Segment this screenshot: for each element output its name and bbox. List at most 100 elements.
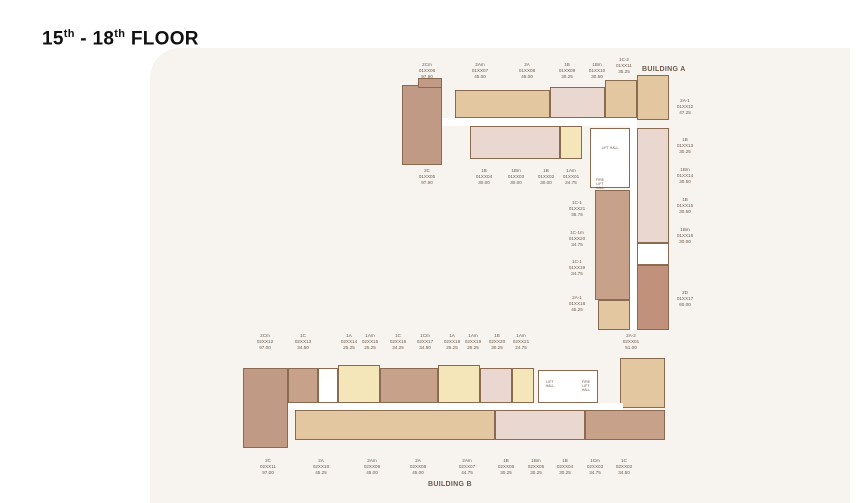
unit-code: 01XX05 — [418, 174, 436, 179]
unit-type: 1C — [621, 458, 627, 463]
unit-type: 2A-2 — [626, 333, 636, 338]
unit-code: 01XX18 — [568, 301, 586, 306]
unit-code: 02XX21 — [512, 339, 530, 344]
unit-type: 2D — [682, 290, 688, 295]
unit-code: 02XX15 — [361, 339, 379, 344]
unit-area: 97.00 — [262, 470, 274, 475]
unit-type: 2Cm — [260, 333, 270, 338]
unit-code: 02XX18 — [443, 339, 461, 344]
building-b-label: BUILDING B — [428, 481, 472, 488]
unit-code: 01XX09 — [558, 68, 576, 73]
unit-code: 01XX04 — [475, 174, 493, 179]
unit-code: 02XX05 — [527, 464, 545, 469]
unit-type: 1B — [564, 62, 570, 67]
unit-code: 01XX20 — [568, 236, 586, 241]
unit-code: 01XX01 — [562, 174, 580, 179]
unit-area: 24.75 — [565, 180, 577, 185]
unit-type: 2A-1 — [680, 98, 690, 103]
unit-type: 1C-2 — [619, 57, 629, 62]
unit-code: 01XX07 — [471, 68, 489, 73]
fire-lift-hall-label-b: FIRE LIFT HALL — [581, 380, 591, 392]
unit-type: 1B — [494, 333, 500, 338]
unit-area: 34.25 — [392, 345, 404, 350]
unit-code: 02XX09 — [363, 464, 381, 469]
unit-code: 02XX17 — [416, 339, 434, 344]
unit-code: 02XX14 — [340, 339, 358, 344]
unit-area: 34.75 — [571, 242, 583, 247]
unit-type: 1Am — [365, 333, 375, 338]
lift-hall-label-a: LIFT HALL — [601, 146, 619, 150]
unit-type: 1B — [543, 168, 549, 173]
unit-type: 1B — [682, 197, 688, 202]
unit-type: 1C-1 — [572, 259, 582, 264]
unit-code: 02XX02 — [615, 464, 633, 469]
unit-type: 1B — [562, 458, 568, 463]
unit-area: 30.00 — [540, 180, 552, 185]
unit-area: 25.25 — [343, 345, 355, 350]
unit-type: 1C — [300, 333, 306, 338]
unit-type: 1Bm — [531, 458, 541, 463]
building-a-label: BUILDING A — [642, 66, 686, 73]
unit-code: 02XX20 — [488, 339, 506, 344]
unit-area: 34.75 — [571, 271, 583, 276]
unit-code: 02XX11 — [259, 464, 276, 469]
unit-code: 01XX11 — [615, 63, 632, 68]
unit-area: 35.25 — [618, 69, 630, 74]
unit-area: 30.00 — [478, 180, 490, 185]
unit-area: 45.25 — [315, 470, 327, 475]
unit-area: 45.25 — [571, 307, 583, 312]
unit-area: 97.00 — [259, 345, 271, 350]
unit-area: 45.00 — [474, 74, 486, 79]
unit-area: 30.25 — [561, 74, 573, 79]
unit-code: 02XX12 — [256, 339, 274, 344]
unit-type: 2A — [524, 62, 530, 67]
unit-area: 24.75 — [515, 345, 527, 350]
unit-area: 30.00 — [679, 239, 691, 244]
unit-code: 02XX03 — [586, 464, 604, 469]
unit-area: 45.00 — [412, 470, 424, 475]
unit-code: 01XX10 — [588, 68, 606, 73]
unit-code: 01XX02 — [537, 174, 555, 179]
unit-code: 01XX03 — [507, 174, 525, 179]
unit-area: 25.25 — [364, 345, 376, 350]
unit-area: 44.75 — [461, 470, 473, 475]
unit-type: 1B — [481, 168, 487, 173]
unit-code: 01XX14 — [676, 173, 694, 178]
unit-type: 1C-1 — [572, 200, 582, 205]
unit-area: 35.75 — [571, 212, 583, 217]
unit-area: 30.50 — [591, 74, 603, 79]
unit-code: 02XX01 — [622, 339, 640, 344]
unit-area: 30.00 — [510, 180, 522, 185]
unit-type: 1Bm — [680, 227, 690, 232]
unit-type: 2Am — [367, 458, 377, 463]
unit-area: 30.25 — [559, 470, 571, 475]
unit-code: 01XX13 — [676, 143, 694, 148]
unit-area: 34.50 — [297, 345, 309, 350]
unit-area: 34.50 — [419, 345, 431, 350]
unit-code: 02XX04 — [556, 464, 574, 469]
fire-lift-hall-label-a: FIRE LIFT HALL — [595, 178, 605, 190]
unit-code: 01XX21 — [568, 206, 586, 211]
unit-area: 30.50 — [679, 209, 691, 214]
